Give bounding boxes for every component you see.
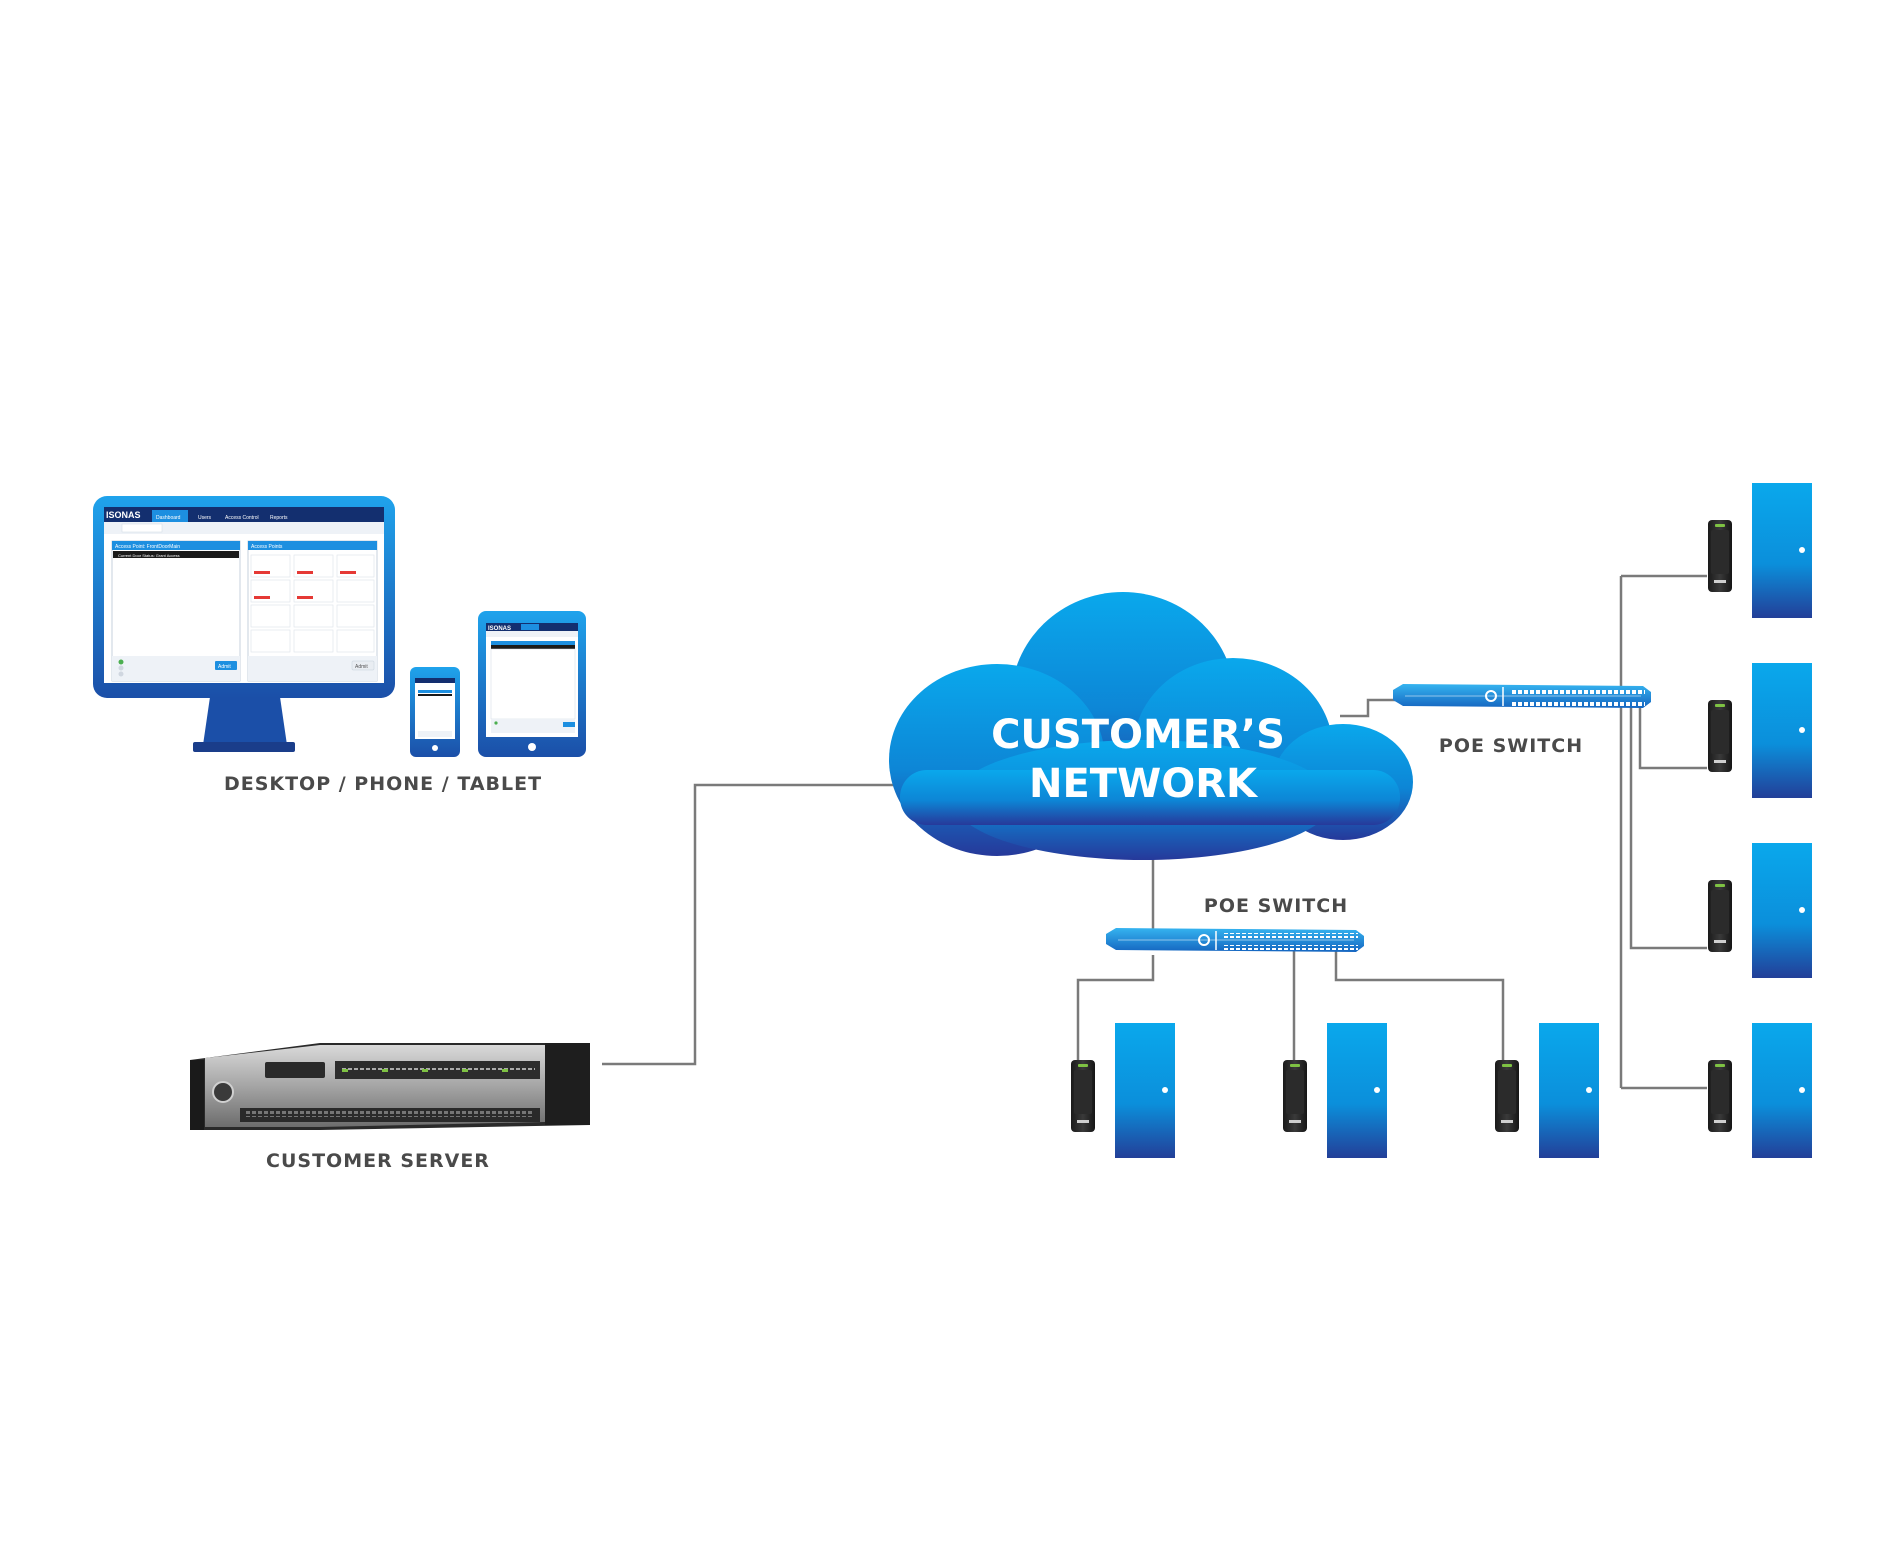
card-reader-icon <box>1495 1060 1519 1132</box>
card-reader-icon <box>1071 1060 1095 1132</box>
card-reader-icon <box>1708 700 1732 772</box>
door-icon <box>1752 663 1812 798</box>
customer-server: CUSTOMER SERVER <box>190 1043 590 1172</box>
app-admit-button-left[interactable]: Admit <box>218 664 231 670</box>
poe-switch-bottom: POE SWITCH <box>1105 895 1365 953</box>
customer-network-cloud: CUSTOMER’S NETWORK <box>889 592 1413 860</box>
customer-server-label: CUSTOMER SERVER <box>266 1150 490 1172</box>
card-reader-icon <box>1283 1060 1307 1132</box>
app-admit-button-right[interactable]: Admit <box>355 664 368 670</box>
cloud-title-line2: NETWORK <box>1029 761 1259 807</box>
right-access-points <box>1708 483 1812 1158</box>
cloud-title-line1: CUSTOMER’S <box>991 712 1285 758</box>
app-nav-reports[interactable]: Reports <box>270 515 288 521</box>
app-nav-access-control[interactable]: Access Control <box>225 515 259 521</box>
right-switch-to-reader-3-line <box>1629 700 1707 950</box>
poe-switch-right-label: POE SWITCH <box>1439 735 1583 757</box>
rack-server-icon <box>190 1043 590 1130</box>
card-reader-icon <box>1708 520 1732 592</box>
access-point-right-2 <box>1708 663 1812 798</box>
app-panel-left-title: Access Point: FrontDoorMain <box>115 544 180 550</box>
poe-switch-bottom-label: POE SWITCH <box>1204 895 1348 917</box>
door-icon <box>1115 1023 1175 1158</box>
cloud-to-right-switch-line <box>1340 698 1405 718</box>
desktop-monitor: ISONAS Dashboard Users Access Control Re… <box>93 496 395 752</box>
card-reader-icon <box>1708 1060 1732 1132</box>
door-icon <box>1539 1023 1599 1158</box>
door-icon <box>1752 843 1812 978</box>
access-point-right-3 <box>1708 843 1812 978</box>
app-nav-users[interactable]: Users <box>198 515 212 521</box>
clients-label: DESKTOP / PHONE / TABLET <box>224 773 542 795</box>
access-point-right-1 <box>1708 483 1812 618</box>
poe-switch-right: POE SWITCH <box>1392 683 1652 757</box>
tablet-device: ISONAS <box>478 611 586 757</box>
app-panel-right-title: Access Points <box>251 544 283 550</box>
access-point-bottom-2 <box>1283 1023 1387 1158</box>
card-reader-icon <box>1708 880 1732 952</box>
bottom-access-points <box>1071 1023 1599 1158</box>
server-to-cloud-line <box>602 783 907 1066</box>
app-nav-dashboard[interactable]: Dashboard <box>156 515 181 521</box>
access-point-bottom-1 <box>1071 1023 1175 1158</box>
door-icon <box>1327 1023 1387 1158</box>
poe-switch-icon <box>1105 927 1365 953</box>
app-panel-left-status: Current Door Status: Grant Access <box>118 553 180 558</box>
connectors <box>602 574 1707 1090</box>
access-point-bottom-3 <box>1495 1023 1599 1158</box>
bottom-switch-to-reader-3-line <box>1334 950 1505 1063</box>
door-icon <box>1752 1023 1812 1158</box>
cloud-icon <box>889 592 1413 860</box>
access-point-right-4 <box>1708 1023 1812 1158</box>
phone-device <box>410 667 460 757</box>
poe-switch-icon <box>1392 683 1652 709</box>
door-icon <box>1752 483 1812 618</box>
app-brand-tablet: ISONAS <box>488 626 511 632</box>
app-brand-desktop: ISONAS <box>106 510 141 520</box>
bottom-switch-to-reader-1-line <box>1076 955 1155 1063</box>
right-switch-to-reader-2-line <box>1638 700 1707 770</box>
